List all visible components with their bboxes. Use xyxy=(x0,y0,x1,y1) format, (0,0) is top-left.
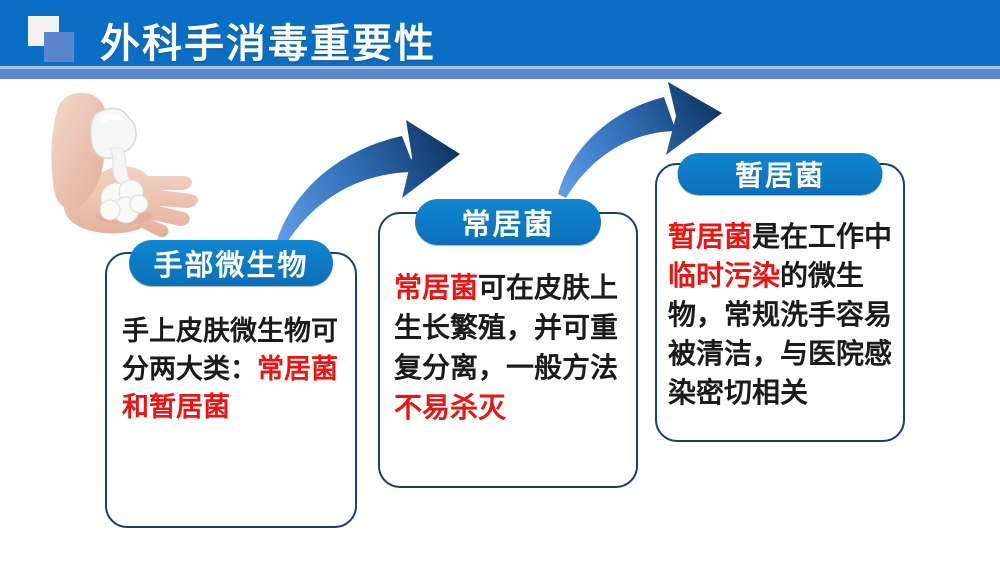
text-segment: 常居菌 xyxy=(394,272,479,303)
card-transient-flora-pill: 暂居菌 xyxy=(677,153,883,195)
palm-shadow xyxy=(96,208,152,224)
foam-blob xyxy=(99,179,149,224)
text-segment: 不易杀灭 xyxy=(394,392,507,423)
card-resident-flora-body: 常居菌可在皮肤上生长繁殖，并可重复分离，一般方法不易杀灭 xyxy=(380,214,636,428)
text-segment: 的微生物，常规洗手容易被清洁，与医院感染密切相关 xyxy=(668,260,893,408)
flow-arrow-1-head xyxy=(402,120,460,198)
bottle-highlight xyxy=(100,113,124,124)
card-hand-microbes-body: 手上皮肤微生物可分两大类：常居菌和暂居菌 xyxy=(107,254,355,426)
header-accent-line xyxy=(0,66,1000,69)
card-resident-flora-pill: 常居菌 xyxy=(415,199,601,245)
text-segment: 常居菌和暂居菌 xyxy=(122,354,338,422)
text-segment: 是在工作中 xyxy=(752,221,893,252)
card-hand-microbes-pill: 手部微生物 xyxy=(129,240,333,286)
foam-stream xyxy=(109,147,131,191)
card-transient-flora: 暂居菌 暂居菌是在工作中临时污染的微生物，常规洗手容易被清洁，与医院感染密切相关 xyxy=(655,153,905,442)
text-segment: 暂居菌 xyxy=(668,221,753,252)
card-transient-flora-body: 暂居菌是在工作中临时污染的微生物，常规洗手容易被清洁，与医院感染密切相关 xyxy=(657,165,903,412)
header-bar xyxy=(0,0,1000,66)
text-segment: 手上皮肤微生物可分两大类： xyxy=(122,316,338,384)
card-resident-flora: 常居菌 常居菌可在皮肤上生长繁殖，并可重复分离，一般方法不易杀灭 xyxy=(378,199,638,488)
card-hand-microbes: 手部微生物 手上皮肤微生物可分两大类：常居菌和暂居菌 xyxy=(105,240,357,528)
text-segment: 临时污染 xyxy=(668,260,781,291)
slide-title: 外科手消毒重要性 xyxy=(100,22,436,66)
open-palm xyxy=(63,166,199,238)
text-segment: 可在皮肤上生长繁殖，并可重复分离，一般方法 xyxy=(394,272,619,383)
header-accent-strip xyxy=(0,69,1000,79)
foam-bottle xyxy=(89,107,137,160)
deco-square-blue xyxy=(44,32,74,62)
flow-arrow-2-head xyxy=(666,82,722,155)
squeezing-hand xyxy=(51,92,110,210)
